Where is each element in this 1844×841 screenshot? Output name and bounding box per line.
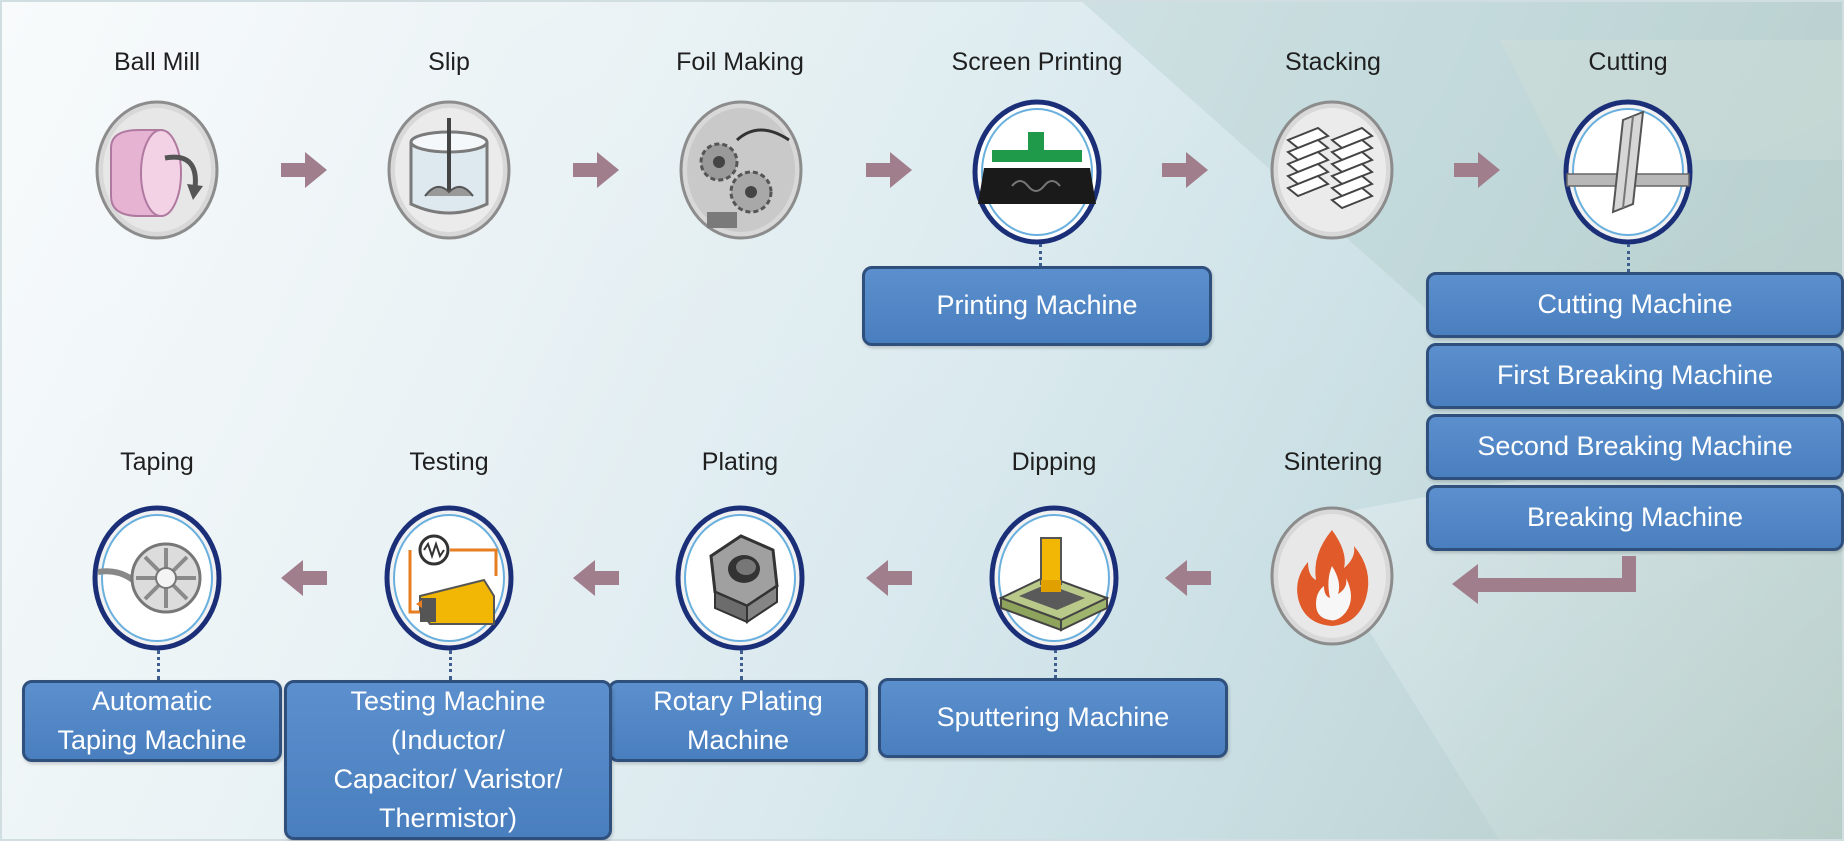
arrow-right-2 [573,152,619,188]
arrow-left-4 [1165,560,1211,596]
arrow-right-5 [1454,152,1500,188]
sputtering-machine-box: Sputtering Machine [878,678,1228,758]
cutting-icon [1563,99,1693,245]
connector-dipping [1054,650,1057,678]
testing-machine-line-2: (Inductor/ [390,724,506,755]
arrow-left-3 [866,560,912,596]
arrow-right-4 [1162,152,1208,188]
step-label-testing: Testing [409,448,489,476]
arrow-left-1 [281,560,327,596]
step-label-stacking: Stacking [1285,48,1381,76]
step-label-ball-mill: Ball Mill [113,48,201,76]
step-label-slip: Slip [428,48,470,76]
printing-machine-label: Printing Machine [936,290,1138,321]
connector-plating [740,650,743,680]
foil-making-icon [679,100,803,240]
sintering-flame-icon [1270,506,1394,646]
stacking-icon [1270,100,1394,240]
testing-machine-line-3: Capacitor/ Varistor/ [333,764,563,794]
arrow-elbow-cutting-to-sintering [1452,556,1636,604]
step-label-screen-printing: Screen Printing [951,48,1123,76]
second-breaking-machine-box: Second Breaking Machine [1426,414,1844,480]
arrow-right-3 [866,152,912,188]
arrow-left-2 [573,560,619,596]
dipping-icon [989,505,1119,651]
step-label-taping: Taping [120,448,194,476]
cutting-machine-label: Cutting Machine [1537,289,1733,320]
second-breaking-machine-label: Second Breaking Machine [1477,431,1793,462]
first-breaking-machine-label: First Breaking Machine [1496,360,1774,391]
rotary-plating-line-1: Rotary Plating [653,685,823,716]
automatic-taping-machine-box: Automatic Taping Machine [22,680,282,762]
cutting-machine-box: Cutting Machine [1426,272,1844,338]
taping-machine-line-2: Taping Machine [57,725,247,755]
step-label-sintering: Sintering [1283,448,1383,476]
connector-taping [157,650,160,680]
testing-machine-line-4: Thermistor) [378,803,517,834]
ball-mill-icon [95,100,219,240]
slip-mixer-icon [387,100,511,240]
connector-testing [449,650,452,680]
step-label-cutting: Cutting [1588,48,1668,76]
testing-icon [384,505,514,651]
breaking-machine-label: Breaking Machine [1526,502,1744,533]
plating-nut-icon [675,505,805,651]
rotary-plating-line-2: Machine [686,725,790,755]
connector-cutting [1627,244,1630,272]
printing-machine-box: Printing Machine [862,266,1212,346]
testing-machine-box: Testing Machine (Inductor/ Capacitor/ Va… [284,680,612,840]
step-label-plating: Plating [701,448,779,476]
sputtering-machine-label: Sputtering Machine [936,702,1170,733]
taping-machine-line-1: Automatic [91,685,213,716]
breaking-machine-box: Breaking Machine [1426,485,1844,551]
testing-machine-line-1: Testing Machine [350,685,546,716]
rotary-plating-machine-box: Rotary Plating Machine [608,680,868,762]
step-label-dipping: Dipping [1011,448,1097,476]
taping-reel-icon [92,505,222,651]
arrow-right-1 [281,152,327,188]
screen-printing-icon [972,99,1102,245]
connector-screen-printing [1039,244,1042,266]
first-breaking-machine-box: First Breaking Machine [1426,343,1844,409]
step-label-foil-making: Foil Making [676,48,804,76]
